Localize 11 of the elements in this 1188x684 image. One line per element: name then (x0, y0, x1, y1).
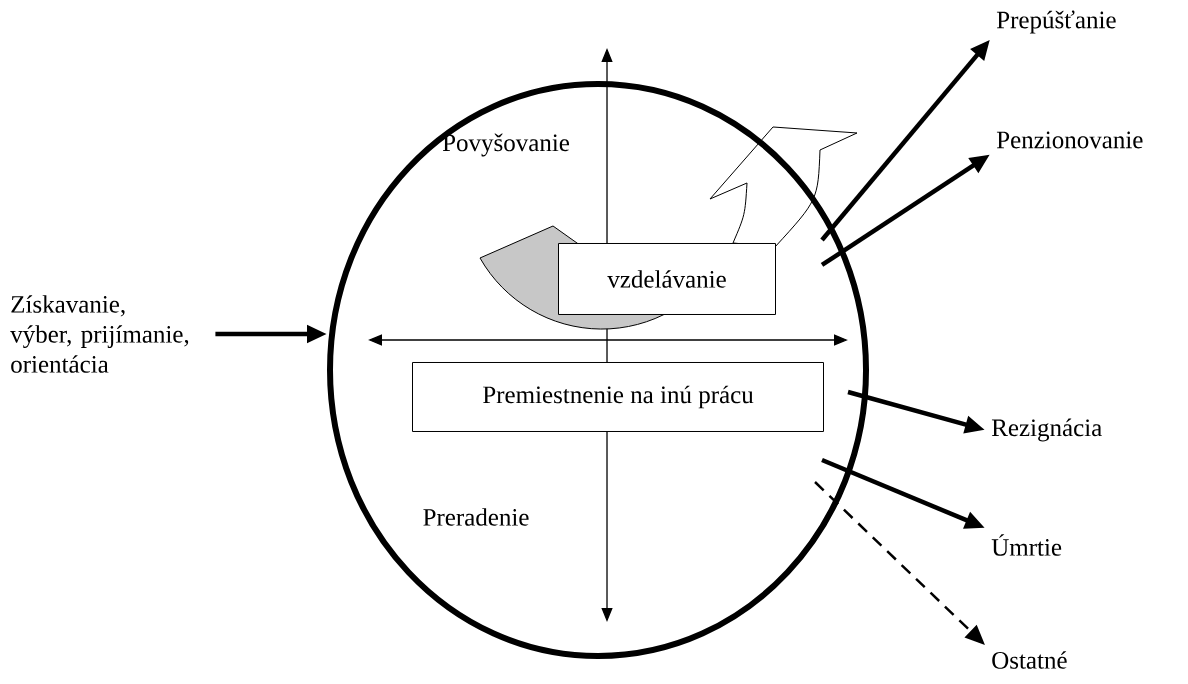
ellipse-outline (327, 81, 869, 659)
text-label: Získavanie, výber, prijímanie, orientácia (10, 295, 189, 373)
process-box: Premiestnenie na inú prácu (412, 362, 824, 432)
text-label: Preradenie (423, 508, 529, 526)
text-label: Úmrtie (991, 534, 1062, 556)
text-label: Prepúšťanie (996, 10, 1116, 34)
text-label: Povyšovanie (442, 133, 569, 157)
text-label: Rezignácia (991, 418, 1102, 442)
process-box: vzdelávanie (558, 243, 776, 315)
text-label: Ostatné (992, 651, 1067, 669)
text-label: Penzionovanie (996, 131, 1143, 149)
